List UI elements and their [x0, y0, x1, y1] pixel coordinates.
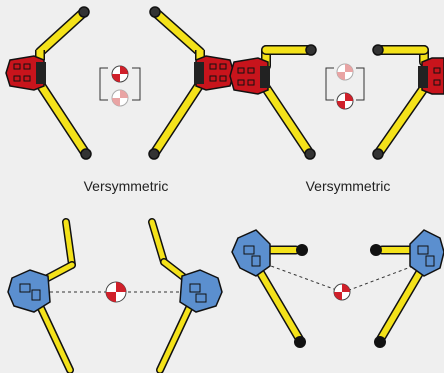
robot-body-blue	[179, 269, 223, 313]
robot-left-arm	[7, 218, 76, 373]
robot-left-arm	[5, 6, 92, 160]
panel-bottom-right	[231, 229, 444, 348]
caption-top-left: Versymmetric	[83, 178, 169, 194]
end-effector-icon	[148, 148, 160, 160]
robot-body-red	[418, 57, 444, 95]
end-effector-icon	[304, 148, 316, 160]
center-of-mass-pair	[325, 63, 365, 110]
connection-line	[259, 261, 343, 293]
end-effector-icon	[372, 44, 384, 56]
panel-top-right	[229, 44, 444, 160]
robot-body-red	[5, 55, 46, 91]
robot-left-arm	[231, 229, 308, 348]
center-of-mass-pair	[99, 65, 141, 107]
robot-right-arm	[370, 229, 444, 348]
robot-body-red	[229, 57, 270, 95]
robot-body-blue	[7, 269, 51, 313]
panel-bottom-left	[7, 218, 223, 373]
com-marker-icon	[105, 281, 127, 303]
end-effector-icon	[372, 148, 384, 160]
robot-right-arm	[148, 218, 223, 373]
com-marker-icon	[336, 92, 354, 110]
com-marker-icon	[111, 65, 129, 83]
robot-body-red	[194, 55, 235, 91]
end-effector-icon	[305, 44, 317, 56]
end-effector-icon	[78, 6, 90, 18]
com-marker-icon	[333, 283, 351, 301]
end-effector-icon	[374, 336, 386, 348]
robot-right-arm	[372, 44, 444, 160]
robot-left-arm	[229, 44, 317, 160]
end-effector-icon	[296, 244, 308, 256]
robot-body-blue	[409, 229, 444, 277]
robot-body-blue	[231, 229, 271, 277]
caption-top-right: Versymmetric	[305, 178, 391, 194]
end-effector-icon	[294, 336, 306, 348]
robot-right-arm	[148, 6, 235, 160]
com-marker-faded-icon	[336, 63, 354, 81]
end-effector-icon	[370, 244, 382, 256]
com-marker-faded-icon	[111, 89, 129, 107]
panel-top-left	[5, 6, 235, 160]
end-effector-icon	[149, 6, 161, 18]
end-effector-icon	[80, 148, 92, 160]
